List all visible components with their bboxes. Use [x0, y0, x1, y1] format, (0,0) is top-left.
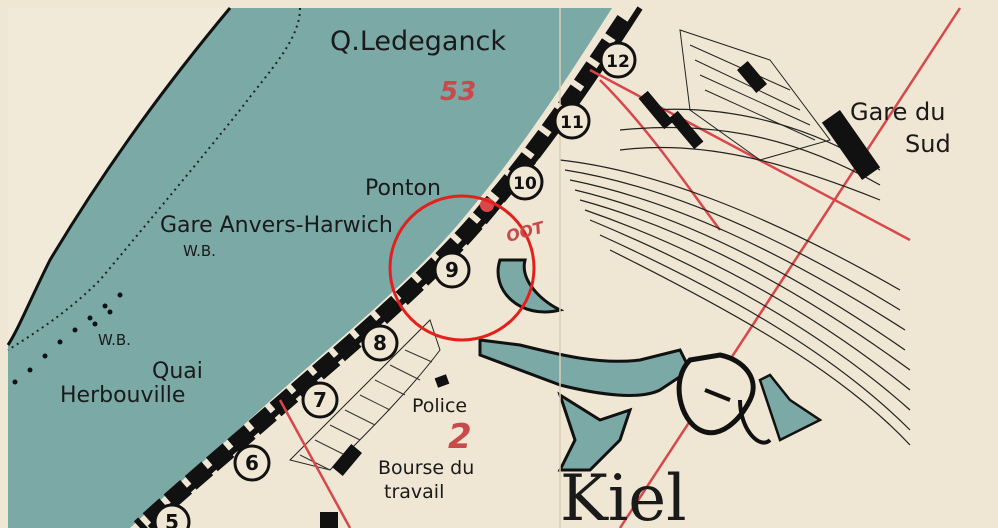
bourse-building	[331, 444, 363, 476]
wb-dots	[12, 292, 123, 385]
label-ponton: Ponton	[365, 176, 441, 201]
dock-basin-2	[478, 338, 692, 397]
left-bank-land	[8, 8, 230, 345]
berth-circle-8	[361, 324, 399, 362]
label-sud: Sud	[905, 130, 951, 158]
berth-circle-9	[433, 251, 471, 289]
label-number-53: 53	[440, 77, 476, 107]
building-bottom	[320, 512, 338, 528]
berth-label-8: 8	[373, 331, 387, 355]
dock-basin-4-inner	[704, 388, 731, 402]
berth-label-12: 12	[606, 52, 630, 72]
dotted-boundary	[7, 7, 301, 351]
label-gare-du: Gare du	[850, 98, 945, 126]
river-water	[8, 8, 612, 528]
label-gare-anvers-harwich: Gare Anvers-Harwich	[160, 213, 393, 238]
label-kiel: Kiel	[560, 462, 687, 528]
berth-circle-12	[599, 41, 637, 79]
station-buildings	[638, 61, 881, 180]
label-bourse-line2: travail	[384, 481, 444, 503]
berth-label-10: 10	[513, 174, 537, 194]
berth-label-5: 5	[165, 510, 179, 528]
railway-tracks	[559, 108, 911, 446]
label-police: Police	[412, 395, 467, 417]
left-bank-edge	[6, 7, 232, 346]
berth-label-9: 9	[445, 258, 459, 282]
label-quai-ledeganck: Q.Ledeganck	[330, 26, 506, 57]
berth-circle-10	[506, 163, 544, 201]
highlight-circle	[388, 194, 536, 342]
dock-lock	[738, 399, 772, 445]
label-herbouville: Herbouville	[60, 383, 185, 408]
berth-label-6: 6	[245, 451, 259, 475]
berth-circle-5	[153, 503, 191, 528]
dock-basin-3	[557, 391, 633, 472]
label-wb-1: W.B.	[183, 242, 216, 260]
police-building	[434, 374, 450, 388]
berth-markers: 5 6 7 8 9 10 11 12	[153, 41, 637, 528]
dock-basin-5	[758, 373, 823, 442]
label-bourse-line1: Bourse du	[378, 457, 474, 479]
berth-label-11: 11	[560, 113, 584, 133]
hatched-quay	[289, 319, 441, 471]
label-number-2: 2	[448, 417, 472, 457]
berth-circle-6	[233, 444, 271, 482]
label-wb-2: W.B.	[98, 331, 131, 349]
berth-circle-7	[301, 381, 339, 419]
label-quai: Quai	[152, 359, 203, 384]
berth-circle-11	[553, 102, 591, 140]
berth-label-7: 7	[313, 388, 327, 412]
